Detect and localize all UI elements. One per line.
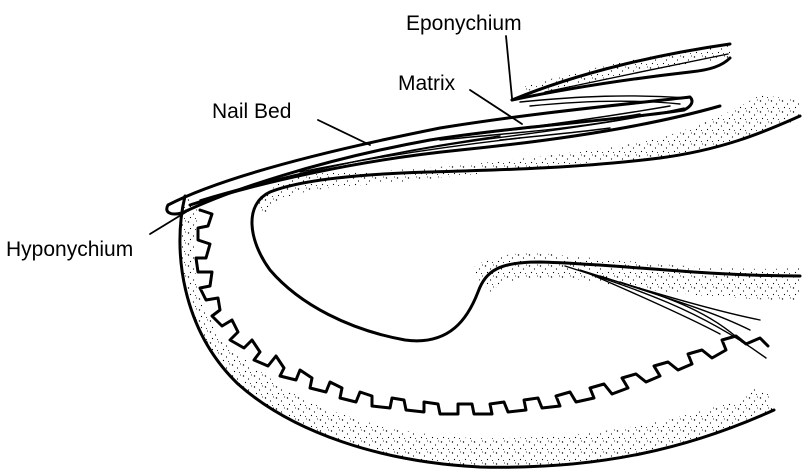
eponychium-leader [506,36,512,98]
dermis-stippling [255,95,800,214]
epidermis-stippling [180,196,774,467]
nail-bed-leader [318,120,370,145]
matrix-label: Matrix [398,72,456,95]
nail-bed-label: Nail Bed [212,100,291,123]
hyponychium-label: Hyponychium [6,238,133,261]
pad-stippling [470,253,800,300]
eponychium-label: Eponychium [406,12,522,35]
papillary-ridge [196,210,768,414]
